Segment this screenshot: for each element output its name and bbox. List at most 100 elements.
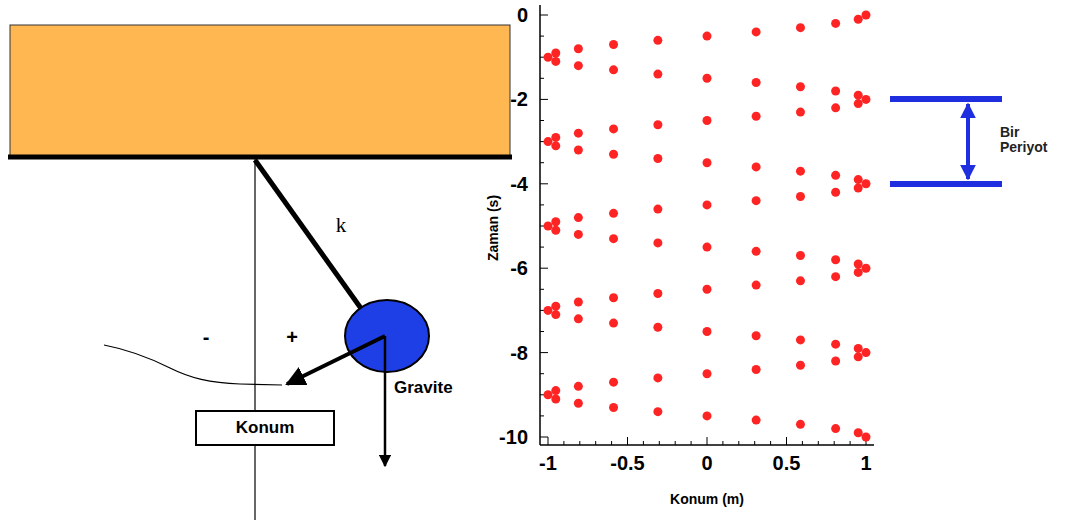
data-point (854, 268, 863, 277)
data-point (544, 137, 553, 146)
data-point (831, 255, 840, 264)
data-point (544, 306, 553, 315)
x-tick (675, 441, 676, 445)
y-tick (540, 373, 544, 374)
data-point (752, 416, 761, 425)
data-point (703, 243, 712, 252)
data-point (609, 319, 618, 328)
x-tick (786, 437, 787, 445)
y-tick (540, 57, 544, 58)
axis-title: Konum (m) (670, 492, 744, 507)
x-tick (548, 437, 549, 445)
data-point (703, 200, 712, 209)
data-point (653, 238, 662, 247)
box-label: Konum (236, 418, 295, 438)
data-point (609, 234, 618, 243)
data-point (862, 11, 871, 20)
x-tick (643, 441, 644, 445)
x-tick (595, 441, 596, 445)
x-tick (563, 441, 564, 445)
tick-label: -1 (539, 452, 557, 474)
data-point (703, 411, 712, 420)
data-point (854, 184, 863, 193)
y-axis (539, 5, 541, 445)
data-point (574, 230, 583, 239)
data-point (703, 369, 712, 378)
force-arrow (287, 336, 385, 384)
tick-label: -0.5 (610, 452, 644, 474)
data-point (831, 424, 840, 433)
y-tick (540, 268, 548, 269)
data-point (796, 167, 805, 176)
data-point (653, 323, 662, 332)
data-point (609, 40, 618, 49)
data-point (609, 150, 618, 159)
data-point (854, 352, 863, 361)
data-point (831, 86, 840, 95)
x-tick (818, 441, 819, 445)
data-point (551, 386, 560, 395)
data-point (796, 335, 805, 344)
data-point (574, 314, 583, 323)
data-point (854, 91, 863, 100)
x-tick (754, 441, 755, 445)
y-tick (540, 183, 548, 184)
data-point (796, 251, 805, 260)
axis-title: Zaman (s) (486, 195, 501, 261)
sign-label: - (203, 326, 210, 348)
data-point (752, 365, 761, 374)
data-point (703, 327, 712, 336)
data-point (653, 407, 662, 416)
tick-label: 0 (517, 4, 528, 26)
data-point (551, 48, 560, 57)
position-box: Konum (195, 410, 335, 446)
data-point (653, 36, 662, 45)
x-tick (579, 441, 580, 445)
y-tick (540, 415, 544, 416)
data-point (544, 390, 553, 399)
data-point (574, 213, 583, 222)
data-point (796, 276, 805, 285)
data-point (862, 264, 871, 273)
tick-label: -4 (510, 173, 528, 195)
data-point (653, 70, 662, 79)
data-point (653, 120, 662, 129)
data-point (703, 285, 712, 294)
data-point (831, 272, 840, 281)
data-point (551, 310, 560, 319)
data-point (653, 373, 662, 382)
data-point (862, 433, 871, 442)
tick-label: 0 (701, 452, 712, 474)
y-tick (540, 15, 548, 16)
data-point (703, 32, 712, 41)
period-arrow (966, 104, 970, 179)
sign-label: + (286, 326, 298, 348)
data-point (752, 281, 761, 290)
data-point (831, 19, 840, 28)
y-tick (540, 204, 544, 205)
data-point (574, 382, 583, 391)
data-point (551, 302, 560, 311)
x-tick (850, 441, 851, 445)
spring-label: k (336, 214, 347, 237)
gravity-arrow (384, 336, 387, 466)
y-tick (540, 331, 544, 332)
ceiling-edge (8, 155, 512, 160)
x-tick (611, 441, 612, 445)
force-label: Gravite (394, 379, 453, 398)
data-point (862, 348, 871, 357)
y-tick (540, 36, 544, 37)
ceiling (10, 25, 510, 157)
data-point (703, 116, 712, 125)
y-tick (540, 120, 544, 121)
data-point (609, 65, 618, 74)
data-point (551, 57, 560, 66)
y-tick (540, 226, 544, 227)
data-point (653, 154, 662, 163)
data-point (854, 259, 863, 268)
data-point (752, 78, 761, 87)
data-point (609, 209, 618, 218)
bracket-label: Bir Periyot (1000, 125, 1062, 156)
data-point (862, 179, 871, 188)
tick-label: -10 (499, 426, 528, 448)
